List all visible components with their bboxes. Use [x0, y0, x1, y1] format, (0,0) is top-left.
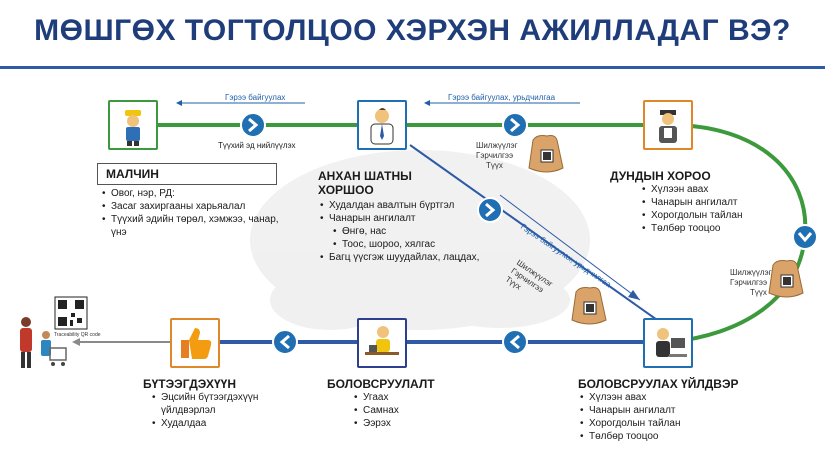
- chevron-right-icon-1: [240, 112, 266, 138]
- herder-title-box: МАЛЧИН: [97, 163, 277, 185]
- contract-arrowhead-right: [424, 100, 430, 106]
- title-divider: [0, 66, 825, 69]
- intermediate-item: Хүлээн авах: [640, 183, 760, 196]
- cooperative-list: Худалдан авалтын бүртгэл Чанарын ангилал…: [318, 199, 518, 264]
- diagonal-arrowhead: [628, 290, 640, 300]
- processing-item: Ээрэх: [352, 417, 452, 430]
- qr-code-icon: [54, 296, 88, 330]
- factory-item: Хорогдолын тайлан: [578, 417, 708, 430]
- cooperative-subitem: Тоос, шороо, хялгас: [318, 238, 518, 251]
- desk-worker-icon: [365, 326, 399, 355]
- factory-item: Чанарын ангилалт: [578, 404, 708, 417]
- factory-node: [643, 318, 693, 368]
- herder-icon: [125, 110, 141, 146]
- shoppers-icon: [20, 317, 67, 368]
- factory-item: Төлбөр тооцоо: [578, 430, 708, 443]
- factory-worker-icon: [656, 328, 687, 357]
- cooperative-subitem: Өнгө, нас: [318, 225, 518, 238]
- chevron-left-icon-2: [272, 329, 298, 355]
- sack-icon-3: [571, 287, 607, 325]
- consumer-arrowhead: [72, 338, 80, 346]
- intermediate-item: Хорогдолын тайлан: [640, 209, 760, 222]
- product-item: Эцсийн бүтээгдэхүүн үйлдвэрлэл: [150, 391, 310, 417]
- businessman-icon: [370, 108, 394, 145]
- product-node: [170, 318, 220, 368]
- factory-list: Хүлээн авах Чанарын ангилалт Хорогдолын …: [578, 391, 708, 443]
- thumbs-up-icon: [181, 328, 212, 359]
- cooperative-item: Худалдан авалтын бүртгэл: [318, 199, 518, 212]
- factory-item: Хүлээн авах: [578, 391, 708, 404]
- cooperative-item: Чанарын ангилалт: [318, 212, 518, 225]
- intermediate-item: Төлбөр тооцоо: [640, 222, 760, 235]
- intermediate-node: [643, 100, 693, 150]
- cooperative-node: [357, 100, 407, 150]
- tag1-transfer: Шилжүүлэг: [476, 141, 518, 150]
- product-item: Худалдаа: [150, 417, 310, 430]
- processing-title: БОЛОВСРУУЛАЛТ: [327, 377, 435, 391]
- cooperative-item: Багц үүсгэж шуудайлах, лацдах,: [318, 251, 518, 264]
- diagonal-line: [409, 144, 661, 323]
- processing-item: Самнах: [352, 404, 452, 417]
- inspector-icon: [659, 110, 677, 143]
- chevron-left-icon-1: [502, 329, 528, 355]
- factory-title: БОЛОВСРУУЛАХ ҮЙЛДВЭР: [578, 377, 739, 391]
- diagonal-arrow-small: [499, 194, 641, 301]
- herder-list: Овог, нэр, РД: Засаг захиргааны харьяала…: [100, 187, 285, 239]
- herder-item: Засаг захиргааны харьяалал: [100, 200, 285, 213]
- intermediate-item: Чанарын ангилалт: [640, 196, 760, 209]
- sack-icon-2: [768, 260, 804, 298]
- herder-title: МАЛЧИН: [106, 167, 159, 181]
- qr-caption: Traceability QR code: [54, 332, 101, 338]
- processing-item: Угаах: [352, 391, 452, 404]
- tag1: Шилжүүлэг Гэрчилгээ Түүх: [476, 141, 518, 171]
- sack-icon-1: [528, 135, 564, 173]
- tag1-certificate: Гэрчилгээ: [476, 151, 514, 160]
- contract-text-left: Гэрээ байгуулах: [225, 93, 286, 102]
- product-title: БҮТЭЭГДЭХҮҮН: [143, 377, 237, 391]
- chevron-right-icon-2: [502, 112, 528, 138]
- tag2-history: Түүх: [750, 288, 767, 297]
- intermediate-title: ДУНДЫН ХОРОО: [610, 169, 711, 183]
- page-title: МӨШГӨХ ТОГТОЛЦОО ХЭРХЭН АЖИЛЛАДАГ ВЭ?: [34, 14, 791, 47]
- title-bar: МӨШГӨХ ТОГТОЛЦОО ХЭРХЭН АЖИЛЛАДАГ ВЭ?: [0, 0, 825, 69]
- intermediate-list: Хүлээн авах Чанарын ангилалт Хорогдолын …: [640, 183, 760, 235]
- contract-arrowhead-left: [176, 100, 182, 106]
- contract-text-right: Гэрээ байгуулах, урьдчилгаа: [448, 93, 556, 102]
- herder-node: [108, 100, 158, 150]
- tag2-transfer: Шилжүүлэг: [730, 268, 772, 277]
- tag2: Шилжүүлэг Гэрчилгээ Түүх: [730, 268, 772, 298]
- raw-material-text: Түүхий эд нийлүүлэх: [218, 141, 296, 150]
- herder-item: Овог, нэр, РД:: [100, 187, 285, 200]
- tag1-history: Түүх: [486, 161, 503, 170]
- processing-list: Угаах Самнах Ээрэх: [352, 391, 452, 430]
- herder-item: Түүхий эдийн төрөл, хэмжээ, чанар, үнэ: [100, 213, 285, 239]
- product-list: Эцсийн бүтээгдэхүүн үйлдвэрлэл Худалдаа: [150, 391, 310, 430]
- cooperative-title: АНХАН ШАТНЫ ХОРШОО: [318, 169, 412, 197]
- tag2-certificate: Гэрчилгээ: [730, 278, 768, 287]
- processing-node: [357, 318, 407, 368]
- chevron-down-icon: [792, 224, 818, 250]
